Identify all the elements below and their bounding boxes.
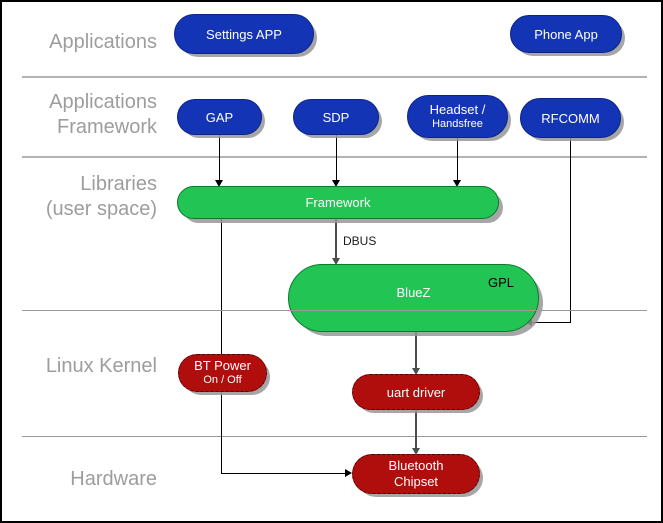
node-headset-handsfree-sublabel: Handsfree: [432, 117, 483, 130]
layer-label-libraries-line1: Libraries: [80, 173, 157, 195]
edge-framework-to-chipset-vertical: [221, 218, 222, 474]
edge-uart-to-chipset: [415, 409, 417, 451]
node-bt-power-sublabel: On / Off: [203, 374, 242, 386]
node-sdp[interactable]: SDP: [293, 99, 379, 135]
node-bluez-license-tag: GPL: [487, 275, 514, 290]
layer-label-libraries: Libraries (user space): [7, 172, 157, 222]
node-bluetooth-chipset-sublabel: Chipset: [393, 474, 439, 489]
layer-label-linux-kernel: Linux Kernel: [7, 354, 157, 379]
edge-gap-to-framework: [219, 133, 220, 182]
arrow-framework-to-bluez: [332, 258, 340, 265]
arrow-headset-to-framework: [453, 180, 461, 187]
node-bluetooth-chipset[interactable]: Bluetooth Chipset: [352, 454, 480, 494]
edge-label-dbus: DBUS: [343, 234, 377, 248]
layer-label-applications-framework: Applications Framework: [7, 90, 157, 140]
node-rfcomm-label: RFCOMM: [541, 110, 600, 126]
layer-label-applications-framework-line1: Applications: [49, 91, 157, 113]
divider-libraries: [22, 310, 647, 311]
node-framework[interactable]: Framework: [177, 186, 499, 219]
node-bluez-label: BlueZ: [396, 284, 431, 300]
node-framework-label: Framework: [305, 195, 371, 210]
edge-headset-to-framework: [457, 138, 458, 182]
node-headset-handsfree[interactable]: Headset / Handsfree: [407, 95, 508, 138]
arrow-gap-to-framework: [215, 180, 223, 187]
node-uart-driver-label: uart driver: [386, 384, 446, 400]
layer-label-hardware: Hardware: [7, 467, 157, 492]
layer-label-hardware-text: Hardware: [70, 468, 157, 490]
divider-applications: [22, 76, 647, 78]
layer-label-applications-framework-line2: Framework: [56, 116, 157, 138]
node-phone-app-label: Phone App: [534, 26, 598, 42]
node-bt-power-label: BT Power: [194, 358, 251, 373]
node-bluetooth-chipset-label: Bluetooth: [388, 458, 444, 473]
node-gap-label: GAP: [205, 109, 234, 125]
edge-bluez-to-uart: [415, 331, 417, 371]
arrow-sdp-to-framework: [332, 180, 340, 187]
node-uart-driver[interactable]: uart driver: [352, 374, 480, 410]
node-settings-app-label: Settings APP: [206, 26, 282, 42]
edge-rfcomm-vertical: [570, 138, 571, 323]
node-sdp-label: SDP: [322, 109, 350, 125]
edge-framework-to-chipset-horizontal: [221, 473, 346, 474]
divider-linux-kernel: [22, 436, 647, 437]
arrow-uart-to-chipset: [412, 448, 420, 455]
node-headset-handsfree-label: Headset /: [429, 101, 486, 117]
edge-sdp-to-framework: [336, 133, 337, 182]
arrow-bluez-to-uart: [412, 368, 420, 375]
edge-framework-to-bluez: [335, 219, 337, 263]
layer-label-libraries-line2: (user space): [45, 198, 157, 220]
node-phone-app[interactable]: Phone App: [510, 15, 622, 53]
edge-rfcomm-horizontal: [532, 322, 571, 323]
divider-applications-framework: [22, 156, 647, 158]
node-bt-power[interactable]: BT Power On / Off: [178, 354, 267, 392]
node-rfcomm[interactable]: RFCOMM: [520, 98, 621, 138]
layer-label-linux-kernel-text: Linux Kernel: [45, 355, 157, 377]
arrow-framework-to-chipset: [345, 469, 352, 477]
layer-label-applications: Applications: [7, 30, 157, 55]
node-gap[interactable]: GAP: [177, 99, 262, 135]
node-bluez[interactable]: GPL BlueZ: [288, 264, 539, 332]
node-settings-app[interactable]: Settings APP: [174, 14, 314, 54]
layer-label-applications-text: Applications: [49, 31, 157, 53]
